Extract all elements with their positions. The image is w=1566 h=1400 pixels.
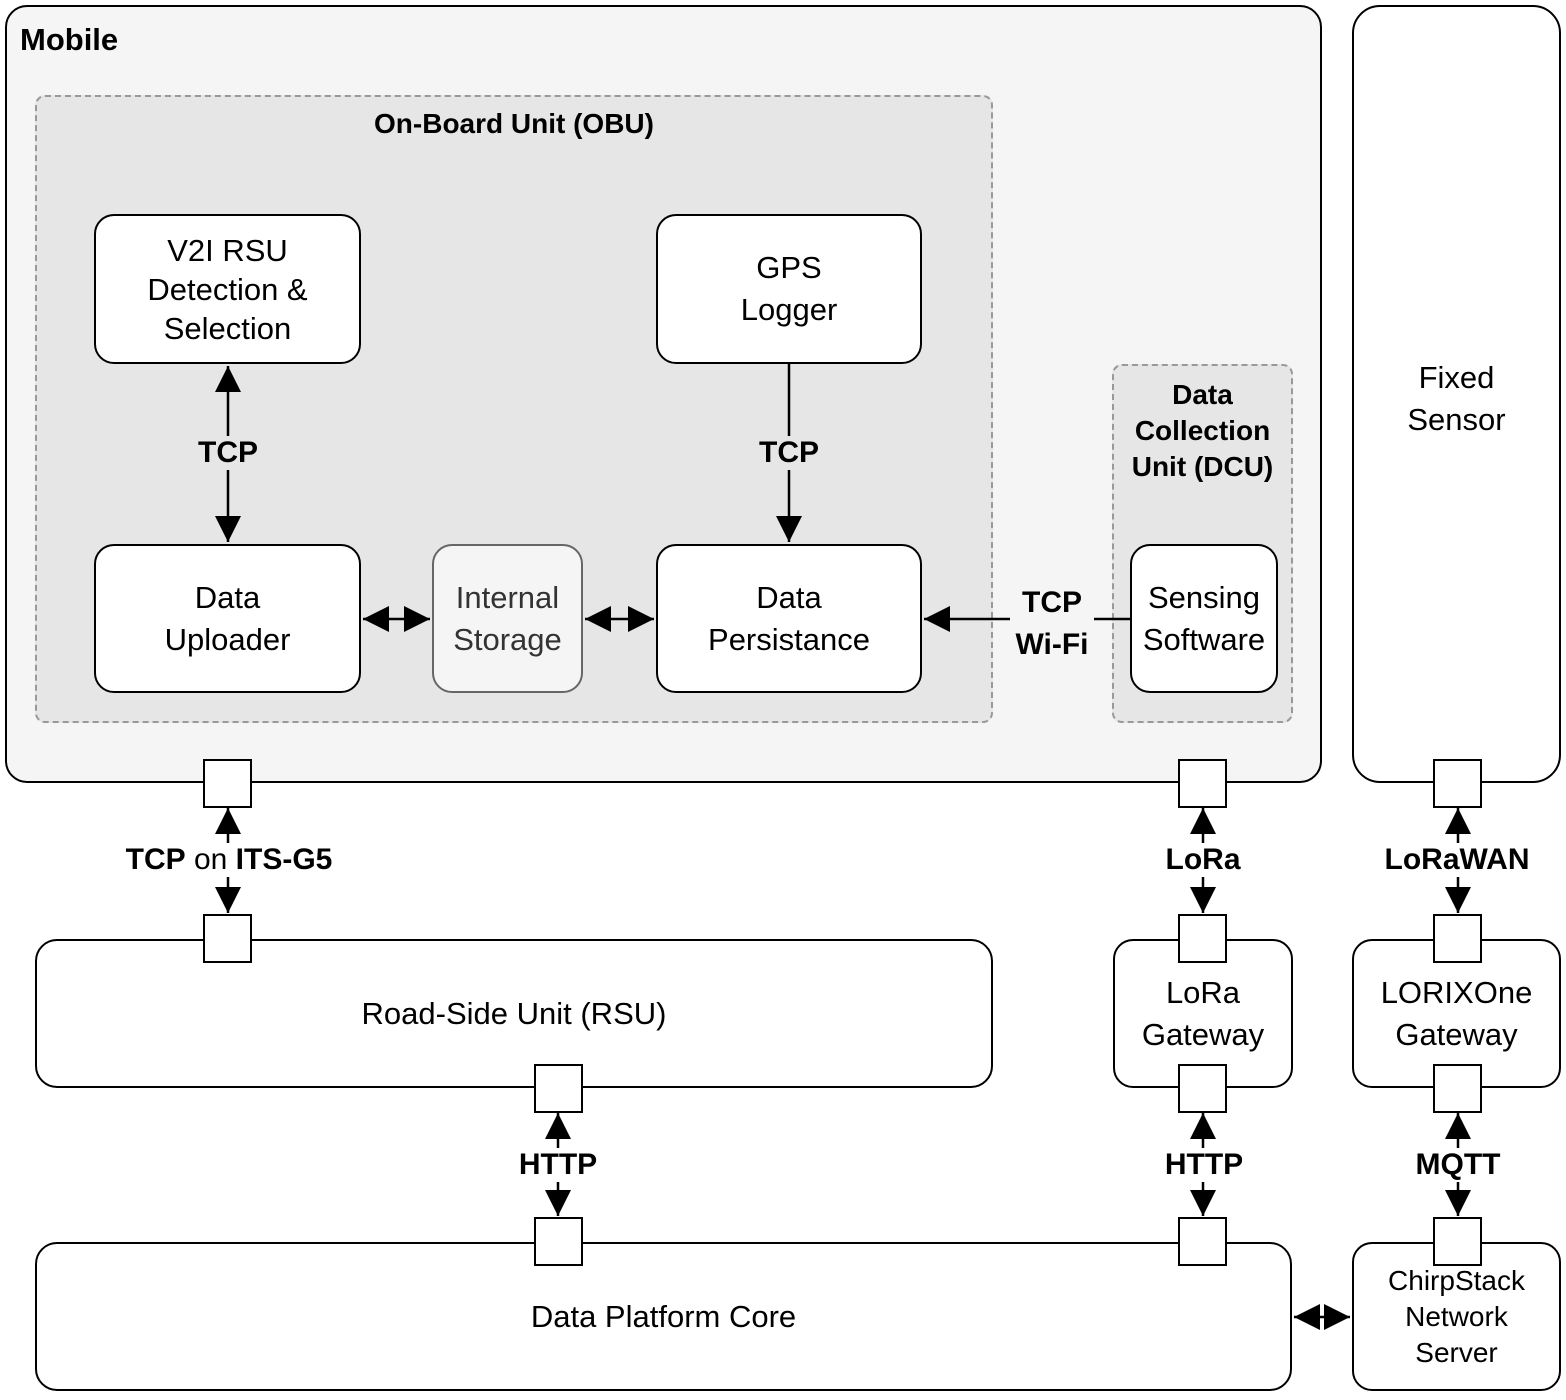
label-lora: LoRa <box>1158 843 1248 877</box>
road-side-unit-node: Road-Side Unit (RSU) <box>35 939 993 1088</box>
label-tcp-its-part1: TCP <box>125 843 186 876</box>
label-tcp-wifi-line2: Wi-Fi <box>1015 628 1089 661</box>
label-http-rsu: HTTP <box>512 1148 604 1182</box>
port-lorixone-bottom <box>1433 1064 1482 1113</box>
chirpstack-network-server-node: ChirpStack Network Server <box>1352 1242 1561 1391</box>
label-lorawan: LoRaWAN <box>1374 843 1540 877</box>
port-loragw-top <box>1178 914 1227 963</box>
data-platform-core-node: Data Platform Core <box>35 1242 1292 1391</box>
label-tcp-its-part2: on <box>185 843 236 876</box>
gps-logger-node: GPS Logger <box>656 214 922 364</box>
port-rsu-top <box>203 914 252 963</box>
label-tcp-gps: TCP <box>754 436 824 470</box>
port-lorixone-top <box>1433 914 1482 963</box>
label-mqtt: MQTT <box>1408 1148 1508 1182</box>
label-tcp-wifi: TCP Wi-Fi <box>1010 582 1094 666</box>
v2i-rsu-detection-node: V2I RSU Detection & Selection <box>94 214 361 364</box>
lorixone-gateway-node: LORIXOne Gateway <box>1352 939 1561 1088</box>
obu-title: On-Board Unit (OBU) <box>374 108 654 139</box>
port-mobile-bottom-left <box>203 759 252 808</box>
dcu-title: Data Collection Unit (DCU) <box>1131 379 1274 482</box>
port-chirpstack-top <box>1433 1217 1482 1266</box>
mobile-title: Mobile <box>20 22 119 57</box>
lora-gateway-node: LoRa Gateway <box>1113 939 1293 1088</box>
port-rsu-bottom <box>534 1064 583 1113</box>
port-fixed-sensor-bottom <box>1433 759 1482 808</box>
port-platform-top-left <box>534 1217 583 1266</box>
data-uploader-node: Data Uploader <box>94 544 361 693</box>
label-http-lora: HTTP <box>1158 1148 1250 1182</box>
sensing-software-node: Sensing Software <box>1130 544 1278 693</box>
internal-storage-node: Internal Storage <box>432 544 583 693</box>
port-platform-top-right <box>1178 1217 1227 1266</box>
data-persistance-node: Data Persistance <box>656 544 922 693</box>
fixed-sensor-node: Fixed Sensor <box>1352 5 1561 783</box>
port-loragw-bottom <box>1178 1064 1227 1113</box>
label-tcp-its-part3: ITS-G5 <box>235 843 333 876</box>
label-tcp-v2i: TCP <box>193 436 263 470</box>
label-tcp-wifi-line1: TCP <box>1022 586 1082 619</box>
label-tcp-on-its-g5: TCP on ITS-G5 <box>112 843 346 877</box>
port-mobile-bottom-right <box>1178 759 1227 808</box>
